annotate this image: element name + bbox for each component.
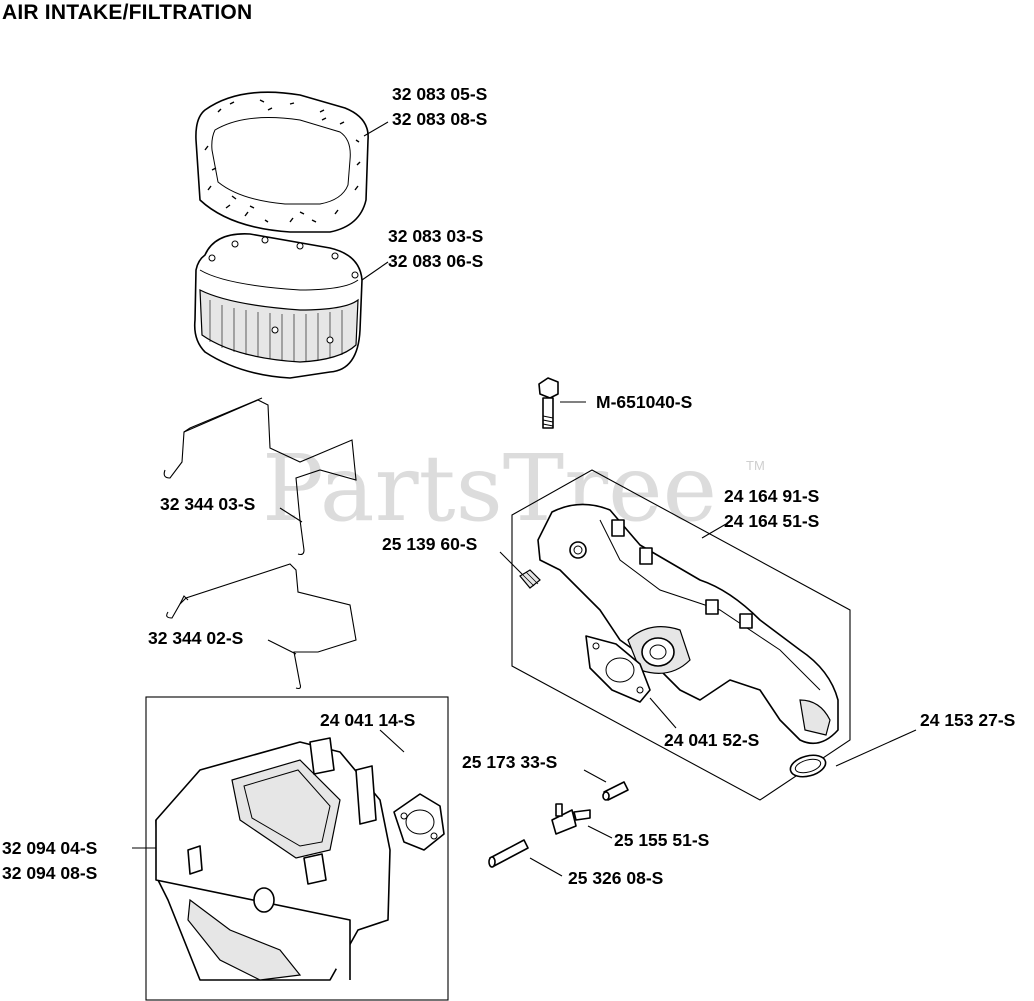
air-filter-element-drawing[interactable]: [193, 233, 363, 379]
o-ring-drawing[interactable]: [788, 752, 828, 781]
part-number: 32 094 08-S: [2, 863, 98, 883]
connector-drawing[interactable]: [551, 803, 591, 835]
leader-lines: [132, 121, 917, 877]
part-label-air-filter-element[interactable]: 32 083 03-S 32 083 06-S: [388, 224, 483, 274]
wire-retainer-lower-drawing[interactable]: [166, 563, 357, 690]
part-label-connector[interactable]: 25 155 51-S: [614, 828, 709, 853]
part-number: 25 139 60-S: [382, 534, 478, 554]
part-number: M-651040-S: [596, 392, 693, 412]
part-label-breather-fitting[interactable]: 25 139 60-S: [382, 532, 477, 557]
part-label-tube[interactable]: 25 326 08-S: [568, 866, 663, 891]
air-cleaner-base-drawing[interactable]: [155, 737, 391, 981]
part-label-base-gasket[interactable]: 24 041 14-S: [320, 708, 415, 733]
part-number: 25 326 08-S: [568, 868, 664, 888]
page-title: AIR INTAKE/FILTRATION: [2, 1, 253, 24]
part-label-o-ring[interactable]: 24 153 27-S: [920, 708, 1015, 733]
part-number: 32 083 08-S: [392, 109, 488, 129]
part-number: 32 083 03-S: [388, 226, 484, 246]
intake-manifold-frame: [511, 469, 851, 801]
part-number: 24 153 27-S: [920, 710, 1016, 730]
part-number: 24 164 51-S: [724, 511, 820, 531]
part-number: 32 083 05-S: [392, 84, 488, 104]
part-label-air-cleaner-base[interactable]: 32 094 04-S 32 094 08-S: [2, 836, 97, 886]
part-number: 24 041 14-S: [320, 710, 416, 730]
part-label-precleaner[interactable]: 32 083 05-S 32 083 08-S: [392, 82, 487, 132]
part-number: 32 094 04-S: [2, 838, 98, 858]
watermark: PartsTree: [262, 435, 717, 542]
breather-fitting-drawing[interactable]: [519, 569, 541, 589]
precleaner-drawing[interactable]: [195, 91, 369, 233]
mounting-bolt-drawing[interactable]: [538, 377, 559, 429]
base-gasket-drawing[interactable]: [393, 793, 445, 851]
part-number: 25 155 51-S: [614, 830, 710, 850]
part-label-intake-manifold[interactable]: 24 164 91-S 24 164 51-S: [724, 484, 819, 534]
part-number: 32 344 02-S: [148, 628, 244, 648]
part-label-wire-retainer-lower[interactable]: 32 344 02-S: [148, 626, 243, 651]
part-number: 32 344 03-S: [160, 494, 256, 514]
pin-drawing[interactable]: [602, 781, 629, 801]
manifold-gasket-drawing[interactable]: [585, 635, 651, 703]
intake-manifold-drawing[interactable]: [537, 503, 839, 745]
part-number: 24 164 91-S: [724, 486, 820, 506]
part-label-mounting-bolt[interactable]: M-651040-S: [596, 390, 692, 415]
part-label-manifold-gasket[interactable]: 24 041 52-S: [664, 728, 759, 753]
part-number: 25 173 33-S: [462, 752, 558, 772]
watermark-trademark: TM: [746, 458, 765, 473]
part-label-wire-retainer-upper[interactable]: 32 344 03-S: [160, 492, 255, 517]
part-number: 32 083 06-S: [388, 251, 484, 271]
wire-retainer-upper-drawing[interactable]: [163, 397, 357, 556]
part-number: 24 041 52-S: [664, 730, 760, 750]
tube-drawing[interactable]: [488, 839, 529, 868]
part-label-pin[interactable]: 25 173 33-S: [462, 750, 557, 775]
